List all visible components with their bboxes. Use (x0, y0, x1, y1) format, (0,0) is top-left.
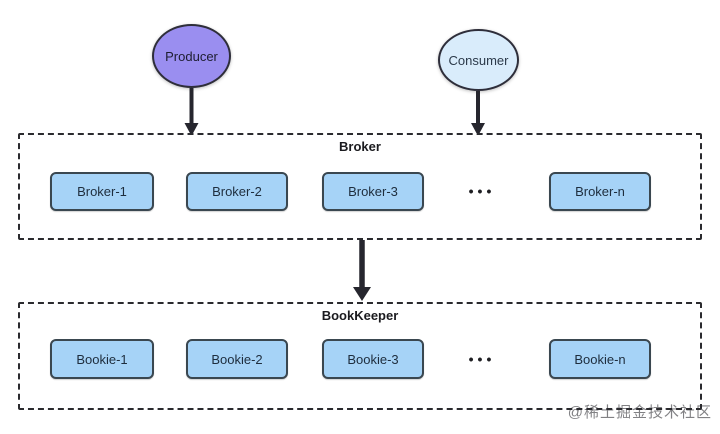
producer-node: Producer (152, 24, 231, 88)
bookkeeper-group: BookKeeper Bookie-1 Bookie-2 Bookie-3 ••… (18, 302, 702, 410)
broker-2-node: Broker-2 (186, 172, 288, 211)
broker-group-title: Broker (339, 139, 381, 154)
bookie-2-node: Bookie-2 (186, 339, 288, 379)
broker-to-bookkeeper-arrow (353, 240, 371, 301)
broker-1-node: Broker-1 (50, 172, 154, 211)
bookkeeper-ellipsis: ••• (468, 351, 496, 367)
broker-ellipsis: ••• (468, 183, 496, 199)
broker-group: Broker Broker-1 Broker-2 Broker-3 ••• Br… (18, 133, 702, 240)
broker-n-node: Broker-n (549, 172, 651, 211)
producer-label: Producer (165, 48, 218, 64)
broker-3-node: Broker-3 (322, 172, 424, 211)
bookie-3-node: Bookie-3 (322, 339, 424, 379)
consumer-to-broker-arrow (471, 91, 485, 136)
producer-to-broker-arrow (184, 88, 199, 136)
watermark: @稀土掘金技术社区 (567, 404, 712, 421)
bookkeeper-group-title: BookKeeper (321, 308, 399, 323)
bookie-n-node: Bookie-n (549, 339, 651, 379)
consumer-label: Consumer (448, 52, 509, 68)
bookie-1-node: Bookie-1 (50, 339, 154, 379)
consumer-node: Consumer (438, 29, 519, 91)
